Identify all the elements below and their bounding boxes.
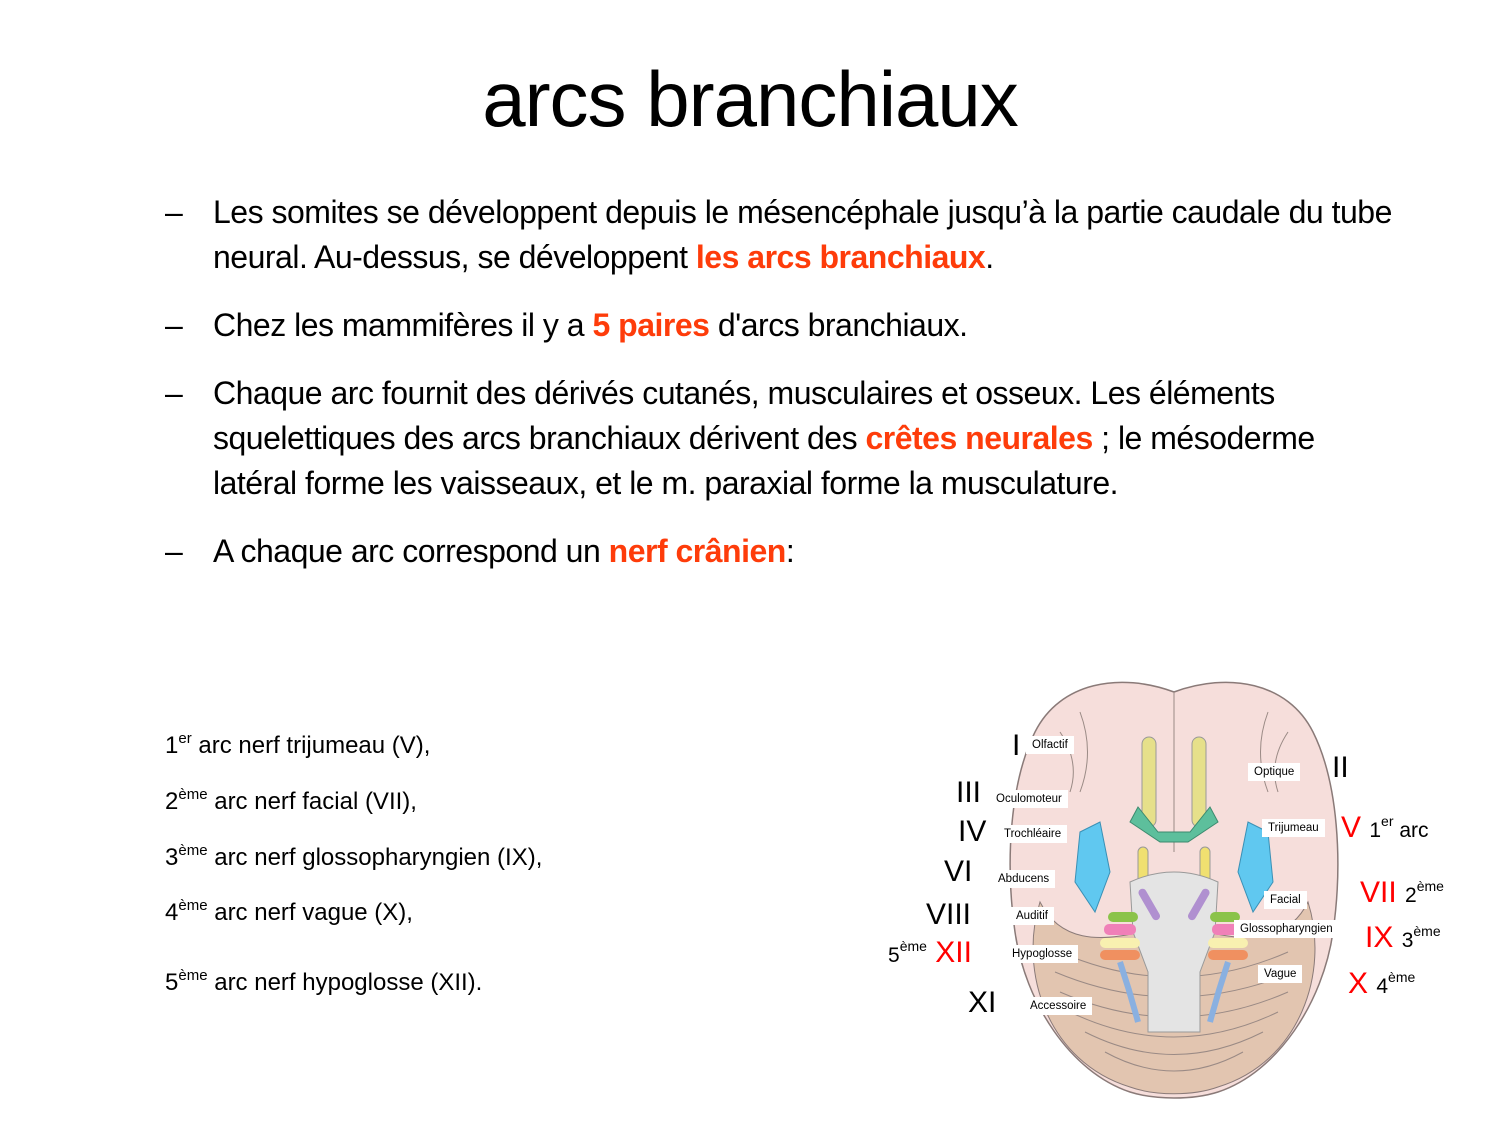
highlight-text: crêtes neurales bbox=[865, 420, 1093, 456]
roman-XII-tag: 5ème XII bbox=[888, 938, 972, 968]
arc-item: 1er arc nerf trijumeau (V), bbox=[165, 730, 431, 760]
arc-ordinal: ème bbox=[178, 786, 208, 803]
arc-text: arc nerf vague (X), bbox=[207, 899, 413, 926]
bullet-text: d'arcs branchiaux. bbox=[709, 307, 968, 343]
slide-title: arcs branchiaux bbox=[482, 55, 1019, 143]
bullet-item: – Chaque arc fournit des dérivés cutanés… bbox=[165, 371, 1405, 506]
arc-text: arc nerf hypoglosse (XII). bbox=[207, 969, 483, 996]
bullet-text: A chaque arc correspond un bbox=[213, 533, 609, 569]
label-vague: Vague bbox=[1258, 965, 1303, 983]
highlight-text: nerf crânien bbox=[608, 533, 787, 569]
bullet-text: : bbox=[785, 533, 795, 569]
roman-X: X bbox=[1348, 967, 1369, 1000]
arc-text: arc nerf facial (VII), bbox=[207, 788, 417, 815]
label-olfactif: Olfactif bbox=[1026, 736, 1074, 754]
bullet-item: – A chaque arc correspond un nerf crânie… bbox=[165, 529, 1405, 574]
arc-ordinal: ème bbox=[1388, 969, 1416, 985]
roman-IV: IV bbox=[958, 815, 987, 848]
label-accessoire: Accessoire bbox=[1024, 997, 1093, 1015]
arc-number: 2 bbox=[1405, 884, 1417, 907]
bullet-text: Chez les mammifères il y a bbox=[213, 307, 593, 343]
bullet-list: – Les somites se développent depuis le m… bbox=[165, 190, 1405, 597]
arc-ordinal: ème bbox=[178, 842, 208, 859]
arc-item: 4ème arc nerf vague (X), bbox=[165, 897, 413, 927]
arc-ordinal: er bbox=[1381, 813, 1394, 829]
arc-ordinal: er bbox=[178, 730, 192, 747]
roman-III: III bbox=[956, 776, 982, 809]
roman-V: V bbox=[1341, 811, 1362, 844]
bullet-text: Les somites se développent depuis le més… bbox=[213, 194, 1392, 275]
arc-item: 3ème arc nerf glossopharyngien (IX), bbox=[165, 842, 543, 872]
roman-IX-tag: IX 3ème bbox=[1365, 923, 1441, 953]
label-trochleaire: Trochléaire bbox=[998, 825, 1068, 843]
arc-text: arc nerf glossopharyngien (IX), bbox=[207, 844, 543, 871]
highlight-text: les arcs branchiaux bbox=[695, 239, 986, 275]
arc-ordinal: ème bbox=[178, 897, 208, 914]
bullet-text: Chaque arc fournit des dérivés cutanés, … bbox=[213, 375, 1275, 456]
roman-X-tag: X 4ème bbox=[1348, 969, 1415, 999]
roman-VIII: VIII bbox=[926, 898, 972, 931]
bullet-text: . bbox=[985, 239, 994, 275]
dash-marker: – bbox=[165, 375, 183, 411]
arc-number: 4 bbox=[165, 899, 179, 926]
arc-number: 1 bbox=[165, 732, 179, 759]
label-optique: Optique bbox=[1248, 763, 1301, 781]
arc-number: 5 bbox=[165, 969, 179, 996]
bullet-text: ; le mésoderme latéral forme les vaissea… bbox=[213, 420, 1315, 501]
roman-IX: IX bbox=[1365, 921, 1394, 954]
label-trijumeau: Trijumeau bbox=[1262, 819, 1325, 837]
highlight-text: 5 paires bbox=[592, 307, 710, 343]
arc-text: arc nerf trijumeau (V), bbox=[191, 732, 431, 759]
arc-number: 3 bbox=[165, 844, 179, 871]
roman-I: I bbox=[1012, 729, 1021, 762]
dash-marker: – bbox=[165, 194, 183, 230]
dash-marker: – bbox=[165, 533, 183, 569]
bullet-item: – Chez les mammifères il y a 5 paires d'… bbox=[165, 303, 1405, 348]
label-abducens: Abducens bbox=[992, 870, 1056, 888]
roman-II: II bbox=[1332, 751, 1349, 784]
arc-number: 3 bbox=[1401, 929, 1414, 952]
dash-marker: – bbox=[165, 307, 183, 343]
roman-VII: VII bbox=[1360, 876, 1397, 909]
arc-ordinal: ème bbox=[178, 967, 208, 984]
roman-VII-tag: VII 2ème bbox=[1360, 878, 1444, 908]
arc-number: 1 bbox=[1369, 819, 1382, 842]
brain-base-diagram bbox=[1009, 681, 1339, 1099]
label-auditif: Auditif bbox=[1010, 907, 1054, 925]
roman-V-tag: V 1er arc bbox=[1341, 813, 1429, 843]
arc-item: 2ème arc nerf facial (VII), bbox=[165, 786, 417, 816]
arc-item: 5ème arc nerf hypoglosse (XII). bbox=[165, 967, 483, 997]
roman-XII: XII bbox=[935, 936, 972, 969]
label-oculomoteur: Oculomoteur bbox=[990, 790, 1068, 808]
arc-ordinal: ème bbox=[1416, 878, 1444, 894]
label-glossopharyngien: Glossopharyngien bbox=[1234, 920, 1339, 938]
label-hypoglosse: Hypoglosse bbox=[1006, 945, 1079, 963]
arc-text: arc bbox=[1393, 819, 1429, 842]
arc-ordinal: ème bbox=[1413, 923, 1441, 939]
roman-VI: VI bbox=[944, 855, 973, 888]
label-facial: Facial bbox=[1264, 891, 1307, 909]
arc-ordinal: ème bbox=[899, 938, 927, 954]
roman-XI: XI bbox=[968, 986, 997, 1019]
arc-number: 4 bbox=[1376, 975, 1389, 998]
arc-number: 2 bbox=[165, 788, 179, 815]
bullet-item: – Les somites se développent depuis le m… bbox=[165, 190, 1405, 280]
arc-number: 5 bbox=[888, 944, 900, 967]
